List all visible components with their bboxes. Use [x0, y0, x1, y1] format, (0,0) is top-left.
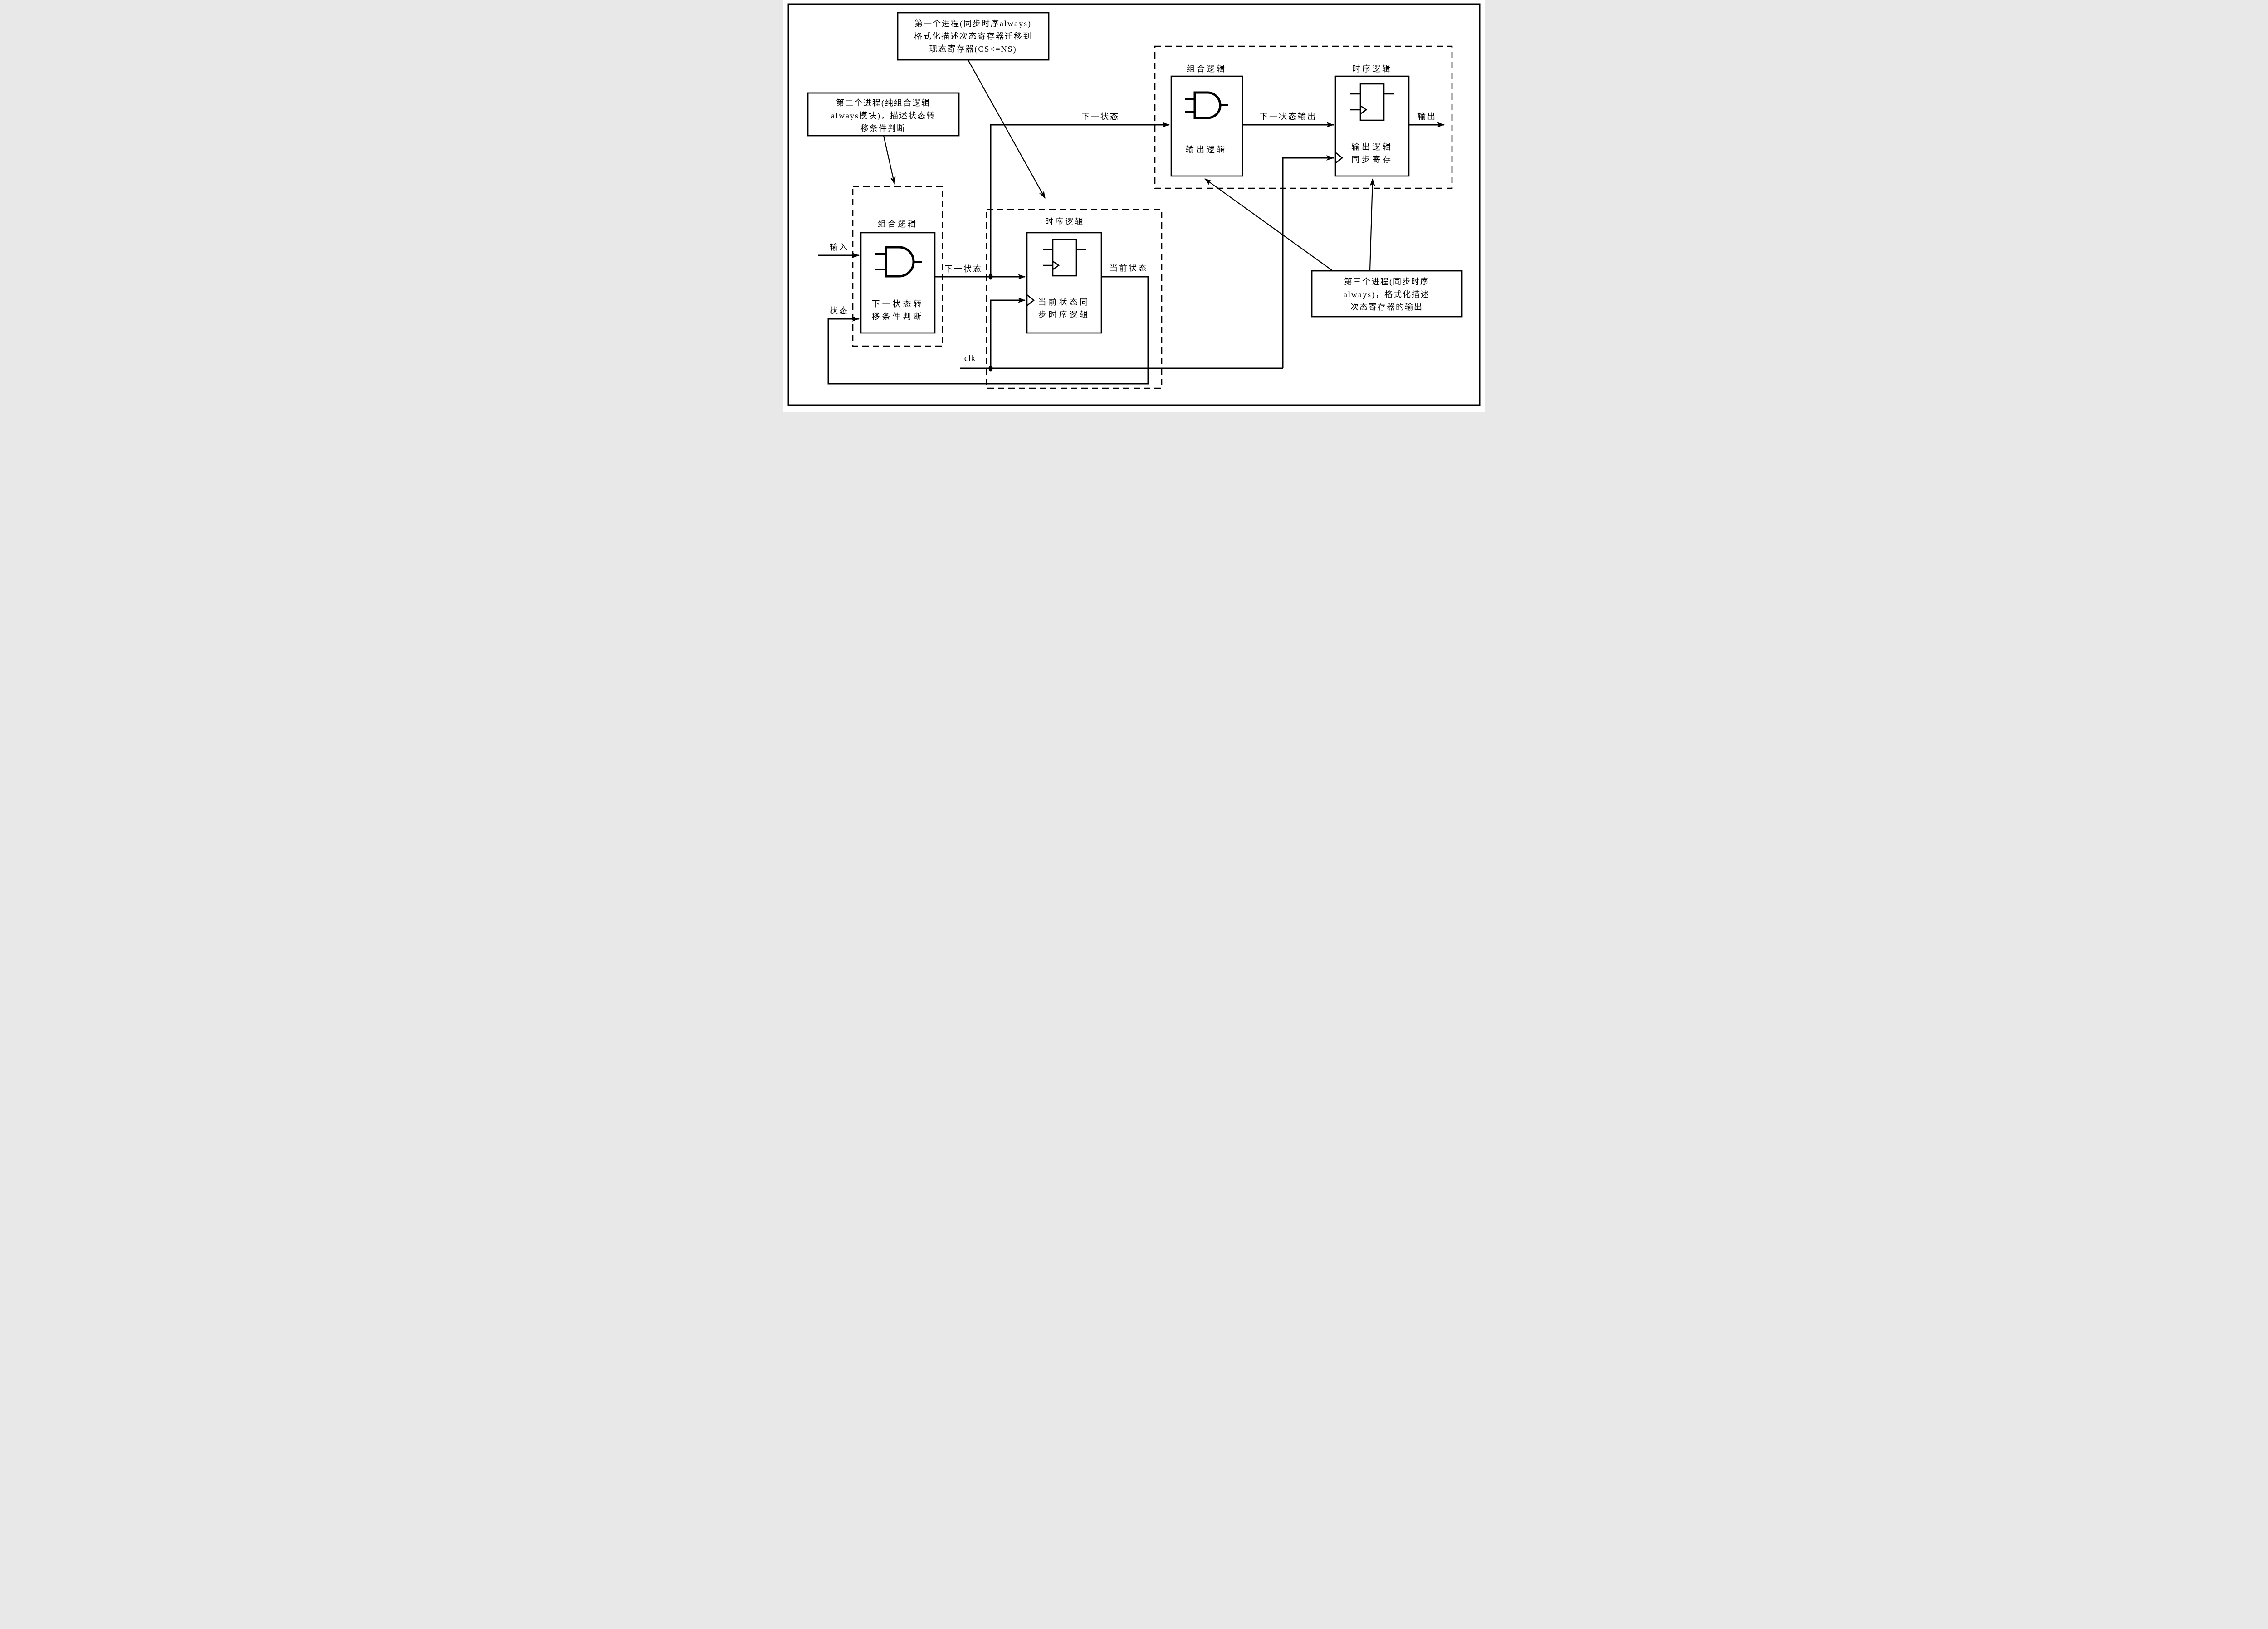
fsm-diagram-page: 第一个进程(同步时序always) 格式化描述次态寄存器迁移到 现态寄存器(CS… [783, 0, 1485, 412]
and-gate-icon [875, 246, 922, 278]
left-comb-body-line2: 移条件判断 [872, 312, 924, 321]
left-comb-box [860, 232, 936, 334]
out-comb-group-label: 组合逻辑 [1187, 64, 1227, 73]
junction-clk [988, 365, 993, 372]
mid-seq-box [1026, 232, 1102, 334]
out-seq-body-line1: 输出逻辑 [1351, 142, 1393, 152]
callout-third-process-line1: 第三个进程(同步时序 [1344, 277, 1429, 287]
left-comb-dashed-boundary [852, 186, 943, 347]
leader-third-process-to-comb-arrow [1204, 178, 1333, 271]
wire-clk-to-output-seq [1282, 155, 1334, 368]
out-comb-body-line1: 输出逻辑 [1186, 145, 1227, 154]
flipflop-icon [1043, 239, 1086, 277]
callout-third-process-line2: always)，格式化描述 [1344, 290, 1430, 299]
leader-second-process-arrow [883, 135, 896, 185]
callout-second-process-box [807, 92, 960, 137]
output-stage-dashed-boundary [1154, 45, 1453, 189]
wire-labels: 输入 状态 下一状态 下一状态 当前状态 clk 下一状态输出 输出 [830, 112, 1437, 363]
out-comb-box [1170, 75, 1243, 177]
callout-third-process: 第三个进程(同步时序 always)，格式化描述 次态寄存器的输出 [1204, 178, 1463, 318]
callout-first-process-line2: 格式化描述次态寄存器迁移到 [914, 32, 1032, 41]
block-output-stage: 组合逻辑 输出逻辑 时序逻辑 输出逻辑 同步寄存 [1154, 45, 1453, 189]
left-comb-group-label: 组合逻辑 [878, 220, 918, 229]
callout-first-process-line1: 第一个进程(同步时序always) [914, 19, 1031, 29]
callout-first-process: 第一个进程(同步时序always) 格式化描述次态寄存器迁移到 现态寄存器(CS… [897, 12, 1050, 199]
label-next-state-lower: 下一状态 [944, 264, 982, 274]
wires [818, 122, 1445, 385]
mid-seq-body-line1: 当前状态同 [1038, 298, 1090, 307]
callout-third-process-box [1311, 270, 1463, 318]
out-seq-clock-wedge-icon [1335, 152, 1344, 164]
label-clk: clk [964, 353, 975, 363]
mid-seq-dashed-boundary [986, 209, 1163, 389]
flipflop-icon [1350, 83, 1394, 121]
callout-first-process-box [897, 12, 1050, 61]
callout-second-process: 第二个进程(纯组合逻辑 always模块)，描述状态转 移条件判断 [807, 92, 960, 185]
fsm-diagram: 第一个进程(同步时序always) 格式化描述次态寄存器迁移到 现态寄存器(CS… [787, 3, 1481, 406]
label-state: 状态 [830, 306, 849, 315]
out-seq-box [1334, 75, 1410, 177]
leader-first-process-arrow [968, 59, 1046, 199]
label-input: 输入 [830, 243, 849, 252]
block-output-sequential: 时序逻辑 输出逻辑 同步寄存 [1334, 64, 1410, 177]
callout-third-process-line3: 次态寄存器的输出 [1350, 303, 1423, 312]
out-seq-group-label: 时序逻辑 [1352, 64, 1392, 73]
out-seq-body-line2: 同步寄存 [1351, 155, 1393, 164]
wire-current-state-feedback [827, 276, 1149, 385]
block-left-combinational: 组合逻辑 下一状态转 移条件判断 [852, 186, 943, 347]
callout-second-process-line3: 移条件判断 [860, 124, 906, 133]
label-output: 输出 [1418, 112, 1437, 121]
label-next-state-top: 下一状态 [1081, 112, 1119, 121]
label-next-state-output: 下一状态输出 [1260, 112, 1317, 121]
label-current-state: 当前状态 [1110, 264, 1148, 273]
page-border [787, 3, 1481, 406]
mid-seq-clock-wedge-icon [1026, 294, 1035, 307]
block-middle-sequential: 时序逻辑 当前状态同 步时序逻辑 [986, 209, 1163, 389]
mid-seq-body-line2: 步时序逻辑 [1038, 310, 1090, 319]
mid-seq-group-label: 时序逻辑 [1045, 217, 1085, 226]
callout-second-process-line1: 第二个进程(纯组合逻辑 [836, 98, 930, 108]
left-comb-body-line1: 下一状态转 [872, 299, 924, 308]
junction-next-state [988, 274, 993, 280]
leader-third-process-to-seq-arrow [1369, 178, 1375, 271]
wire-clk-to-mid-seq [990, 298, 1026, 368]
callout-second-process-line2: always模块)，描述状态转 [831, 111, 935, 121]
and-gate-icon [1185, 91, 1228, 119]
wire-next-state-to-output-comb [990, 122, 1170, 277]
callout-first-process-line3: 现态寄存器(CS<=NS) [929, 44, 1017, 54]
block-output-combinational: 组合逻辑 输出逻辑 [1170, 64, 1243, 177]
